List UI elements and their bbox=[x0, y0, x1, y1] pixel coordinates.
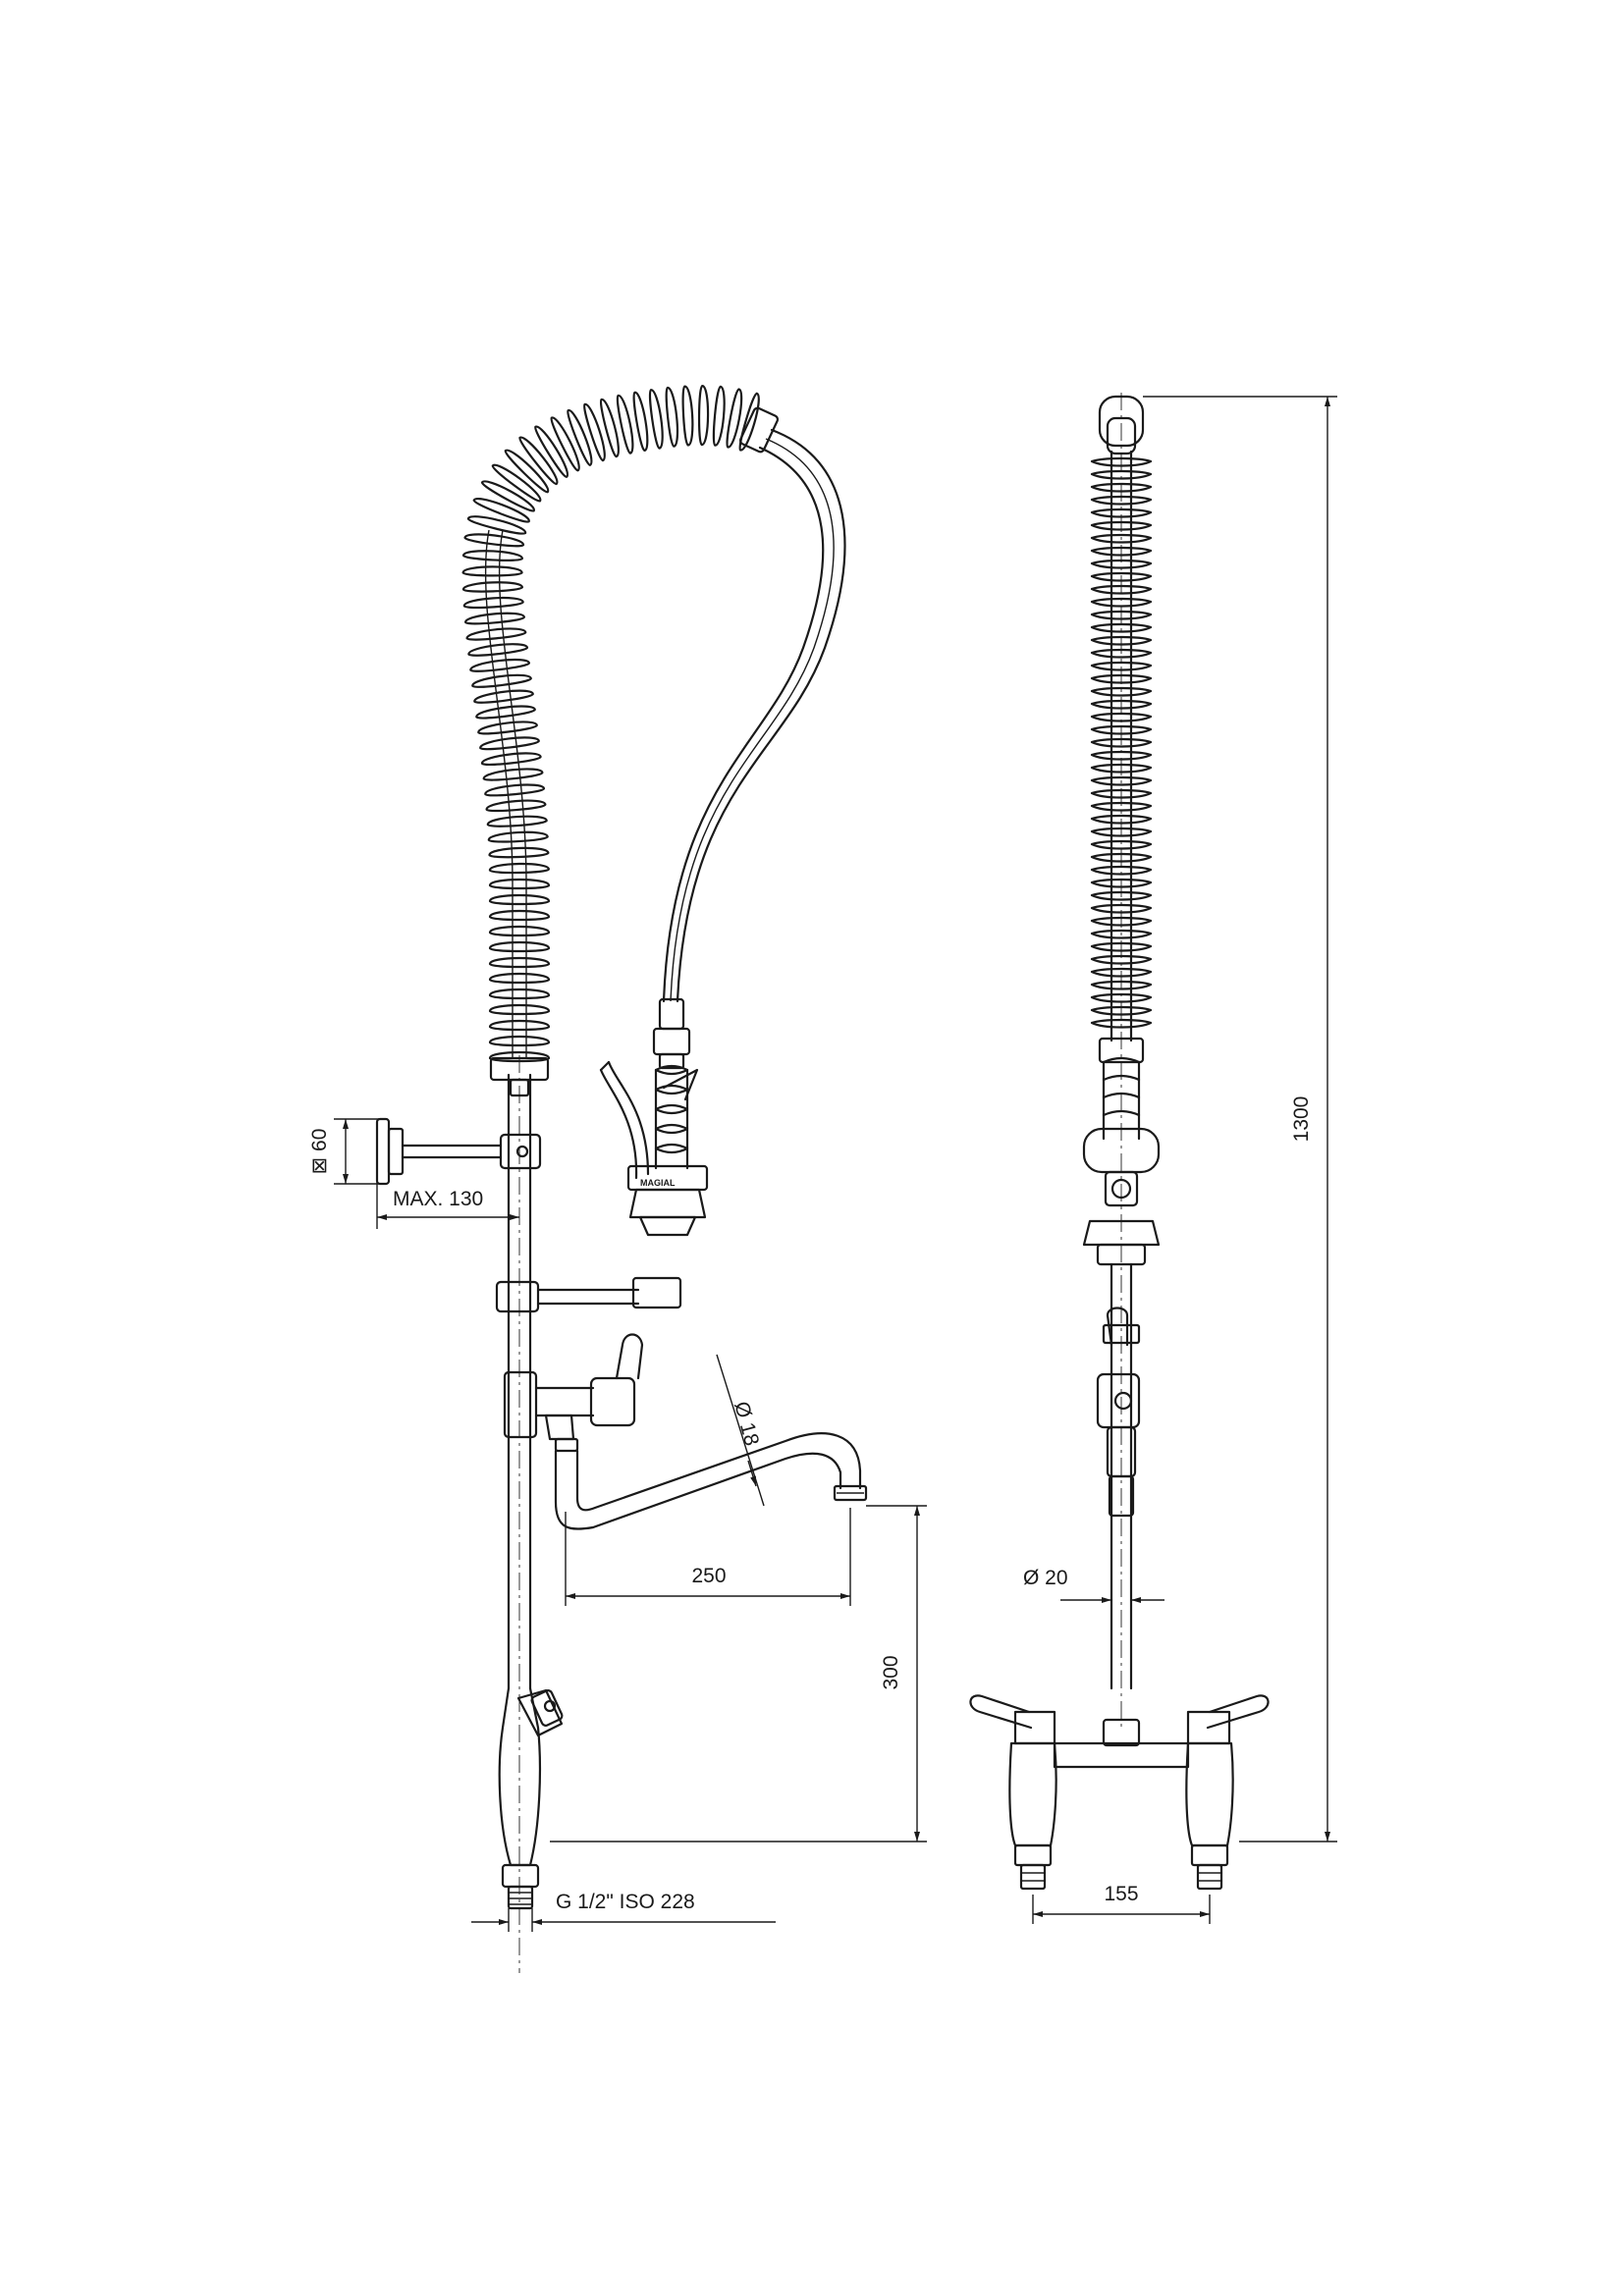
dim-thread: G 1/2" ISO 228 bbox=[556, 1891, 695, 1913]
dim-spout-height: 300 bbox=[880, 1655, 902, 1689]
brand-label: MAGIAL bbox=[640, 1178, 676, 1188]
spring-coil bbox=[461, 384, 760, 1063]
dim-total-height: 1300 bbox=[1290, 1096, 1313, 1143]
main-column bbox=[507, 1073, 532, 1690]
side-spring-coil bbox=[1090, 456, 1153, 1029]
side-view bbox=[969, 393, 1270, 1891]
dim-max-reach: MAX. 130 bbox=[393, 1188, 483, 1210]
spring-top-clip bbox=[738, 406, 780, 454]
spout-valve-tee bbox=[503, 1333, 644, 1453]
left-tap bbox=[969, 1694, 1057, 1891]
dim-diameter-column: Ø 20 bbox=[1023, 1567, 1068, 1589]
deck-mount-body bbox=[498, 1686, 564, 1910]
dim-spout-reach: 250 bbox=[691, 1565, 726, 1587]
swivel-spout bbox=[554, 1432, 868, 1530]
flexible-hose bbox=[662, 428, 846, 1003]
side-spring-loops bbox=[1090, 456, 1153, 1029]
spring-inner-tube bbox=[484, 529, 527, 1058]
spray-holder-clamp bbox=[495, 1276, 682, 1313]
dim-center-distance: 155 bbox=[1104, 1883, 1138, 1905]
dim-diameter-spout: Ø 18 bbox=[730, 1399, 763, 1448]
side-spray-valve bbox=[1082, 1037, 1161, 1266]
side-column-valve bbox=[1096, 1307, 1141, 1518]
side-deck-bridge bbox=[969, 1694, 1270, 1891]
wall-bracket bbox=[375, 1117, 542, 1186]
valve-lever bbox=[615, 1333, 644, 1380]
front-view: MAGIAL bbox=[375, 384, 868, 1973]
spray-valve: MAGIAL bbox=[599, 997, 709, 1237]
side-top-cap bbox=[1098, 395, 1145, 455]
spring-loops bbox=[461, 384, 760, 1063]
right-tap bbox=[1185, 1694, 1270, 1891]
dim-width-square: ⊠ 60 bbox=[308, 1129, 331, 1175]
spring-base-collar bbox=[489, 1056, 550, 1097]
dimension-lines: ⊠ 60 MAX. 130 Ø 18 250 300 G 1/2" ISO 22… bbox=[308, 396, 1337, 1932]
